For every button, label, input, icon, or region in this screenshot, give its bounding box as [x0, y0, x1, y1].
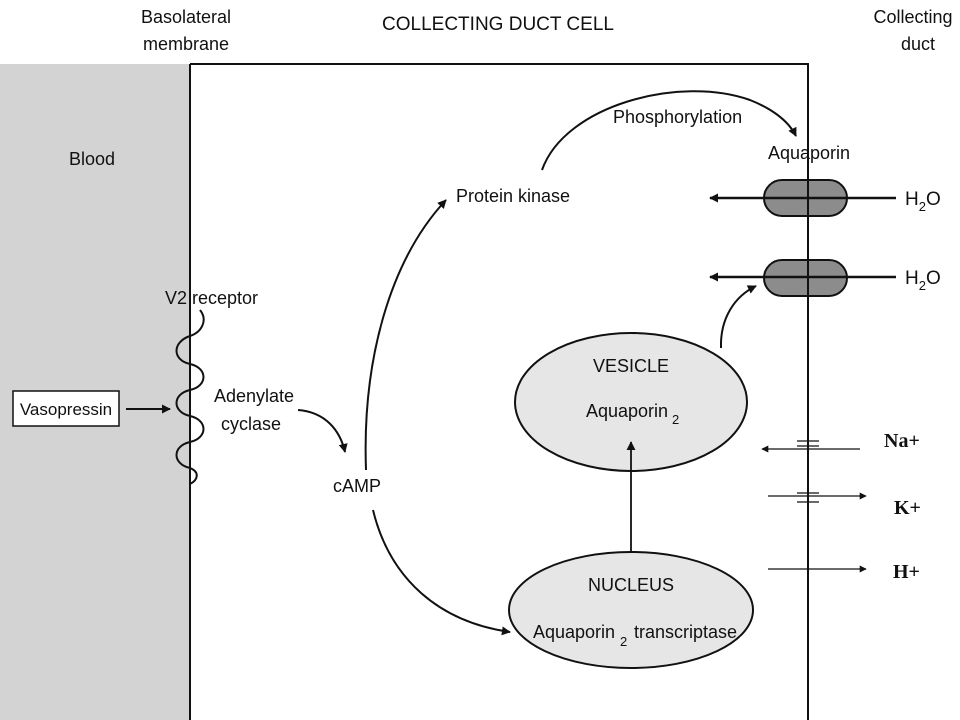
- collecting-duct-label-line2: duct: [901, 34, 935, 54]
- water-label-bottom: H2O: [905, 268, 941, 293]
- collecting-duct-label-line1: Collecting: [873, 7, 952, 27]
- k-ion-label: K+: [894, 497, 921, 519]
- vesicle-aquaporin-sub: 2: [672, 412, 679, 427]
- camp-to-nucleus-arrow: [372, 509, 511, 636]
- cyclase-to-camp-arrow: [297, 409, 348, 453]
- camp-to-kinase-arrow: [364, 199, 447, 471]
- water-h: H: [905, 268, 919, 289]
- basolateral-label-line2: membrane: [143, 34, 229, 54]
- blood-label: Blood: [69, 149, 115, 169]
- nucleus-title: NUCLEUS: [588, 575, 674, 595]
- v2-receptor-icon: [175, 309, 205, 485]
- water-h: H: [905, 189, 919, 210]
- phosphorylation-arrow: [541, 90, 797, 171]
- vesicle-aquaporin-label: Aquaporin: [586, 401, 668, 421]
- v2-receptor-label: V2 receptor: [165, 288, 258, 308]
- na-ion-label: Na+: [884, 430, 920, 452]
- adenylate-cyclase-label-line2: cyclase: [221, 414, 281, 434]
- basolateral-label-line1: Basolateral: [141, 7, 231, 27]
- aquaporin-label: Aquaporin: [768, 143, 850, 163]
- vesicle-title: VESICLE: [593, 356, 669, 376]
- vasopressin-label: Vasopressin: [20, 400, 112, 419]
- water-sub: 2: [919, 278, 926, 293]
- vasopressin-box: [12, 390, 120, 427]
- water-o: O: [926, 189, 941, 210]
- h-ion-label: H+: [893, 561, 920, 583]
- phosphorylation-label: Phosphorylation: [613, 107, 742, 127]
- nucleus-aquaporin-sub: 2: [620, 634, 627, 649]
- cell-title: COLLECTING DUCT CELL: [382, 14, 614, 35]
- nucleus: [508, 551, 754, 669]
- vesicle-to-membrane-arrow: [719, 285, 757, 349]
- adenylate-cyclase-label-line1: Adenylate: [214, 386, 294, 406]
- water-sub: 2: [919, 199, 926, 214]
- water-o: O: [926, 268, 941, 289]
- camp-label: cAMP: [333, 476, 381, 496]
- nucleus-aquaporin-label: Aquaporin: [533, 622, 615, 642]
- water-label-top: H2O: [905, 189, 941, 214]
- protein-kinase-label: Protein kinase: [456, 186, 570, 206]
- nucleus-transcriptase-label: transcriptase: [634, 622, 737, 642]
